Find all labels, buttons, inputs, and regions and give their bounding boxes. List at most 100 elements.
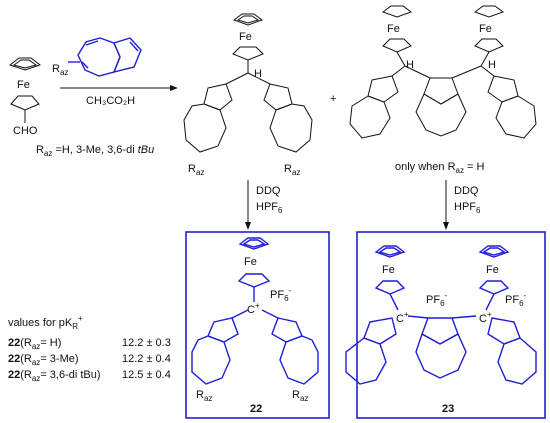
reaction-arrow-1-head <box>170 85 178 91</box>
compound-22-box <box>185 231 330 419</box>
pf6-label-2: PF6- <box>505 291 527 308</box>
compound-23-label: 23 <box>442 403 454 415</box>
cp-ring-bottom <box>10 95 40 111</box>
plus-sign: + <box>330 93 336 105</box>
bond-left-ch <box>391 65 406 77</box>
pkr-row-1-value: 12.2 ± 0.3 <box>122 337 171 349</box>
cp-ring-top-inner <box>236 15 260 24</box>
raz-right-label: Raz <box>292 389 308 403</box>
azulene-mid-7 <box>415 332 467 379</box>
ddq-label-right: DDQ <box>454 185 479 197</box>
azulene-5-ring <box>112 37 142 74</box>
bond-ch-2 <box>480 51 490 67</box>
azulene-mid-7 <box>415 93 467 137</box>
cp-ring-top <box>8 57 42 71</box>
right-azulene-7 <box>279 335 319 385</box>
azulene-db-3 <box>129 41 139 52</box>
fe-label-2: Fe <box>486 264 499 276</box>
cp-ring-top-2-inner <box>482 247 506 256</box>
bond-right <box>261 309 279 319</box>
fe-label: Fe <box>17 79 30 91</box>
azulene-right-7 <box>495 95 537 139</box>
raz-right-label: Raz <box>284 163 300 177</box>
azulene-right-7 <box>497 337 537 385</box>
fe-label: Fe <box>244 256 257 268</box>
arrow-to-22-head <box>245 222 251 230</box>
cho-label: CHO <box>13 125 38 137</box>
bond-right <box>247 72 271 85</box>
azulene-left-7 <box>345 337 387 385</box>
bond-left <box>225 72 249 85</box>
fe-label-1: Fe <box>382 264 395 276</box>
azulene-left-5 <box>367 75 399 103</box>
pkr-row-1-label: 22(Raz= H) <box>8 337 61 351</box>
only-when-label: only when Raz = H <box>395 161 485 175</box>
cp-ring-bottom <box>232 46 264 61</box>
product-bis-azulenyl-methane: Fe H Raz Raz <box>183 13 313 177</box>
cp-ring-top <box>232 13 264 26</box>
bond-mid-left <box>407 315 429 319</box>
cp-ring-top-inner <box>12 59 38 69</box>
pkr-row-2-label: 22(Raz= 3-Me) <box>8 353 79 367</box>
compound-23-structure: Fe Fe PF6- PF6- C+ C+ 23 <box>345 245 537 415</box>
pf6-label-1: PF6- <box>426 291 448 308</box>
compound-22-label: 22 <box>250 403 262 415</box>
bond-c2 <box>485 293 495 311</box>
cp-ring-bottom-1 <box>382 38 412 53</box>
pkr-heading: values for pKR+ <box>8 314 83 331</box>
left-azulene-5 <box>207 317 239 343</box>
h-label-1: H <box>406 59 414 71</box>
hpf-label-right: HPF6 <box>454 201 481 215</box>
ddq-label-left: DDQ <box>256 185 281 197</box>
azulene-db-2 <box>81 61 89 69</box>
bond-right-ch <box>480 65 495 77</box>
cp-ring-top-1 <box>374 245 406 258</box>
cp-ring-bottom <box>237 273 271 288</box>
azulene-mid-5 <box>421 317 459 345</box>
left-azulene-7-ring <box>183 103 227 153</box>
cplus-label: C+ <box>247 301 260 316</box>
raz-left-label: Raz <box>188 163 204 177</box>
raz-left-label: Raz <box>196 389 212 403</box>
bond-mid-right <box>451 65 482 79</box>
cp-ring-top-2 <box>478 245 510 258</box>
azulene-mid-5 <box>423 77 459 105</box>
azulene-left-7 <box>349 95 391 139</box>
h-label-2: H <box>488 59 496 71</box>
raz-condition-label: Raz =H, 3-Me, 3,6-di tBu <box>36 144 154 158</box>
raz-label: Raz <box>52 63 68 77</box>
hpf-label-left: HPF6 <box>256 201 283 215</box>
fe-label-1: Fe <box>387 23 400 35</box>
product-bis-ferrocenyl: Fe Fe H H only when Raz = H <box>349 5 537 175</box>
left-azulene-7 <box>191 335 231 385</box>
cp-ring-top-inner <box>242 239 266 248</box>
bond-c1 <box>389 293 399 311</box>
pkr-row-2-value: 12.2 ± 0.4 <box>122 353 171 365</box>
cp-ring-bottom-2 <box>478 280 510 295</box>
fe-label: Fe <box>239 31 252 43</box>
cp-ring-top <box>238 237 270 250</box>
azulene-left-5 <box>363 317 397 345</box>
pf6-label: PF6- <box>270 286 292 303</box>
pkr-row-3-value: 12.5 ± 0.4 <box>122 369 171 381</box>
ferrocenecarbaldehyde: Fe CHO <box>8 57 42 137</box>
fe-label-2: Fe <box>479 23 492 35</box>
left-azulene-5-ring <box>203 83 233 111</box>
right-azulene-7-ring <box>269 103 313 153</box>
cp-ring-bottom-1 <box>374 280 406 295</box>
bond-left <box>231 309 249 319</box>
azulene-db-1 <box>85 40 99 46</box>
reagent-label: CH₃CO₂H <box>86 95 135 107</box>
pkr-table: values for pKR+ 22(Raz= H) 12.2 ± 0.3 22… <box>8 314 171 383</box>
h-label: H <box>254 68 262 80</box>
compound-23-box <box>356 231 546 419</box>
bond-mid-left <box>404 65 431 79</box>
bond-mid-right <box>451 315 477 319</box>
pkr-row-3-label: 22(Raz= 3,6-di tBu) <box>8 369 101 383</box>
cp-ring-top-1 <box>381 5 413 18</box>
cp-ring-bottom-2 <box>474 38 504 53</box>
azulene-reagent: Raz <box>52 37 142 77</box>
arrow-to-23-head <box>443 222 449 230</box>
